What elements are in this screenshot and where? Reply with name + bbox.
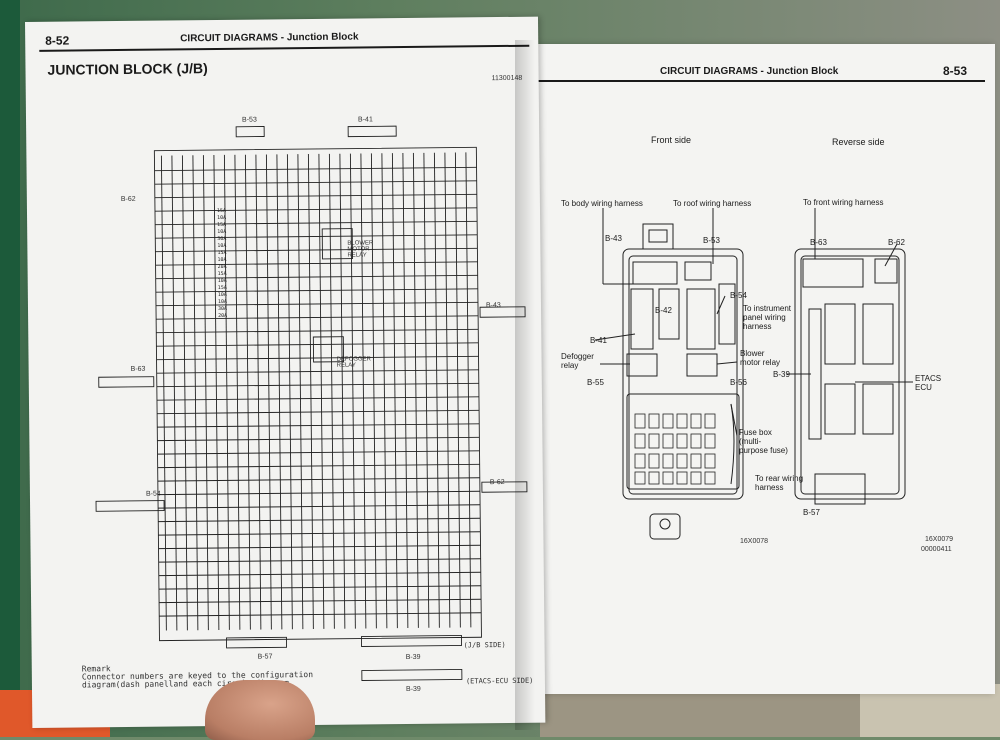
reverse-side-heading: Reverse side xyxy=(832,137,885,147)
label-b43: B-43 xyxy=(605,234,622,243)
label-b62: B-62 xyxy=(888,238,905,247)
book-spine-shadow xyxy=(515,40,535,730)
to-instrument-label: To instrument panel wiring harness xyxy=(743,304,792,331)
rev-fig-code: 16X0079 xyxy=(925,536,954,543)
etacs-label: ETACS ECU xyxy=(915,374,942,392)
front-fig-code: 16X0078 xyxy=(740,538,769,545)
label-b39: B-39 xyxy=(773,370,790,379)
to-rear-label: To rear wiring harness xyxy=(755,474,804,492)
hand-thumb xyxy=(205,680,315,740)
right-page-number: 8-53 xyxy=(943,64,968,78)
label-b53: B-53 xyxy=(703,236,720,245)
background-strip xyxy=(0,0,20,737)
to-body-label: To body wiring harness xyxy=(561,199,643,208)
blower-label: Blower motor relay xyxy=(740,349,781,367)
defogger-label: Defogger relay xyxy=(561,352,594,370)
to-front-label: To front wiring harness xyxy=(803,198,884,207)
right-page-header: CIRCUIT DIAGRAMS - Junction Block xyxy=(660,66,839,77)
circuit-diagram xyxy=(95,125,528,681)
rev-fig-code2: 00000411 xyxy=(921,546,952,553)
label-b42: B-42 xyxy=(655,306,672,315)
label-b41: B-41 xyxy=(590,336,607,345)
label-b55: B-55 xyxy=(587,378,604,387)
front-side-heading: Front side xyxy=(651,135,692,145)
label-b63: B-63 xyxy=(810,238,827,247)
junction-block-illustration xyxy=(594,208,913,540)
header-rule xyxy=(535,80,985,82)
left-page: 8-52 CIRCUIT DIAGRAMS - Junction Block J… xyxy=(25,16,546,728)
label-b57: B-57 xyxy=(803,508,820,517)
label-b54: B-54 xyxy=(730,291,747,300)
to-roof-label: To roof wiring harness xyxy=(673,199,752,208)
fuse-box-label: Fuse box (multi-purpose fuse) xyxy=(739,428,788,455)
right-page: CIRCUIT DIAGRAMS - Junction Block 8-53 F… xyxy=(525,44,995,694)
label-b56: B-56 xyxy=(730,378,747,387)
